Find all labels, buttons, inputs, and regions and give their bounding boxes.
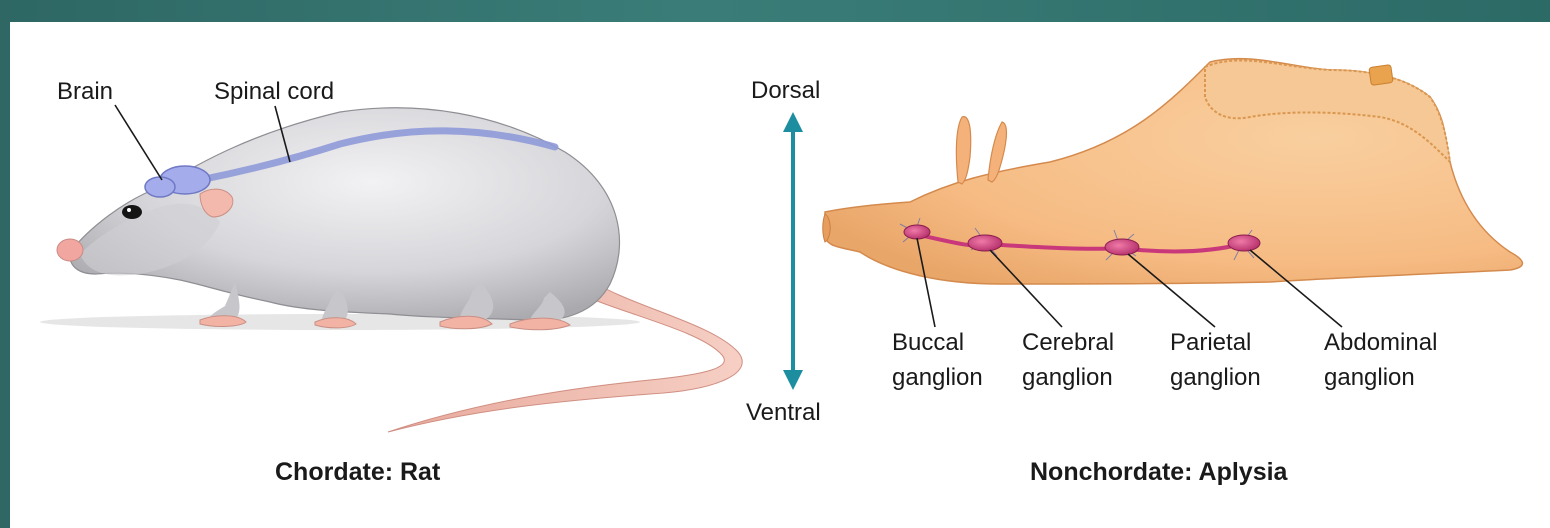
dorsal-label: Dorsal [751, 77, 820, 104]
abdominal-label-line2: ganglion [1324, 364, 1415, 391]
cerebral-label-line1: Cerebral [1022, 329, 1114, 356]
aplysia-mouth [823, 214, 831, 242]
buccal-ganglion-shape [904, 225, 930, 239]
spinal-cord-label: Spinal cord [214, 78, 334, 105]
rat-eye [122, 205, 142, 219]
brain-olfactory-shape [145, 177, 175, 197]
dorsal-ventral-axis: Dorsal Ventral [746, 77, 821, 426]
figure-panel: Brain Spinal cord Chordate: Rat Dorsal V… [10, 22, 1550, 528]
parietal-ganglion-label: Parietal ganglion [1170, 329, 1261, 391]
buccal-label-line1: Buccal [892, 329, 964, 356]
cerebral-label-line2: ganglion [1022, 364, 1113, 391]
parietal-label-line2: ganglion [1170, 364, 1261, 391]
rat-nose [57, 239, 83, 261]
aplysia-illustration [823, 59, 1523, 284]
abdominal-label-line1: Abdominal [1324, 329, 1437, 356]
aplysia-caption: Nonchordate: Aplysia [1030, 458, 1289, 486]
parietal-ganglion-shape [1105, 239, 1139, 255]
brain-label: Brain [57, 78, 113, 105]
buccal-label-line2: ganglion [892, 364, 983, 391]
aplysia-rhinophore [956, 117, 970, 184]
rat-caption: Chordate: Rat [275, 458, 441, 486]
abdominal-ganglion-shape [1228, 235, 1260, 251]
cerebral-ganglion-label: Cerebral ganglion [1022, 329, 1114, 391]
brain-leader-line [115, 105, 162, 180]
aplysia-siphon [1369, 65, 1393, 86]
abdominal-ganglion-label: Abdominal ganglion [1324, 329, 1437, 391]
diagram-canvas: Brain Spinal cord Chordate: Rat Dorsal V… [10, 22, 1550, 528]
cerebral-ganglion-shape [968, 235, 1002, 251]
rat-illustration [40, 108, 742, 432]
rat-eye-highlight [127, 208, 131, 212]
buccal-ganglion-label: Buccal ganglion [892, 329, 983, 391]
ventral-label: Ventral [746, 399, 821, 426]
parietal-label-line1: Parietal [1170, 329, 1251, 356]
